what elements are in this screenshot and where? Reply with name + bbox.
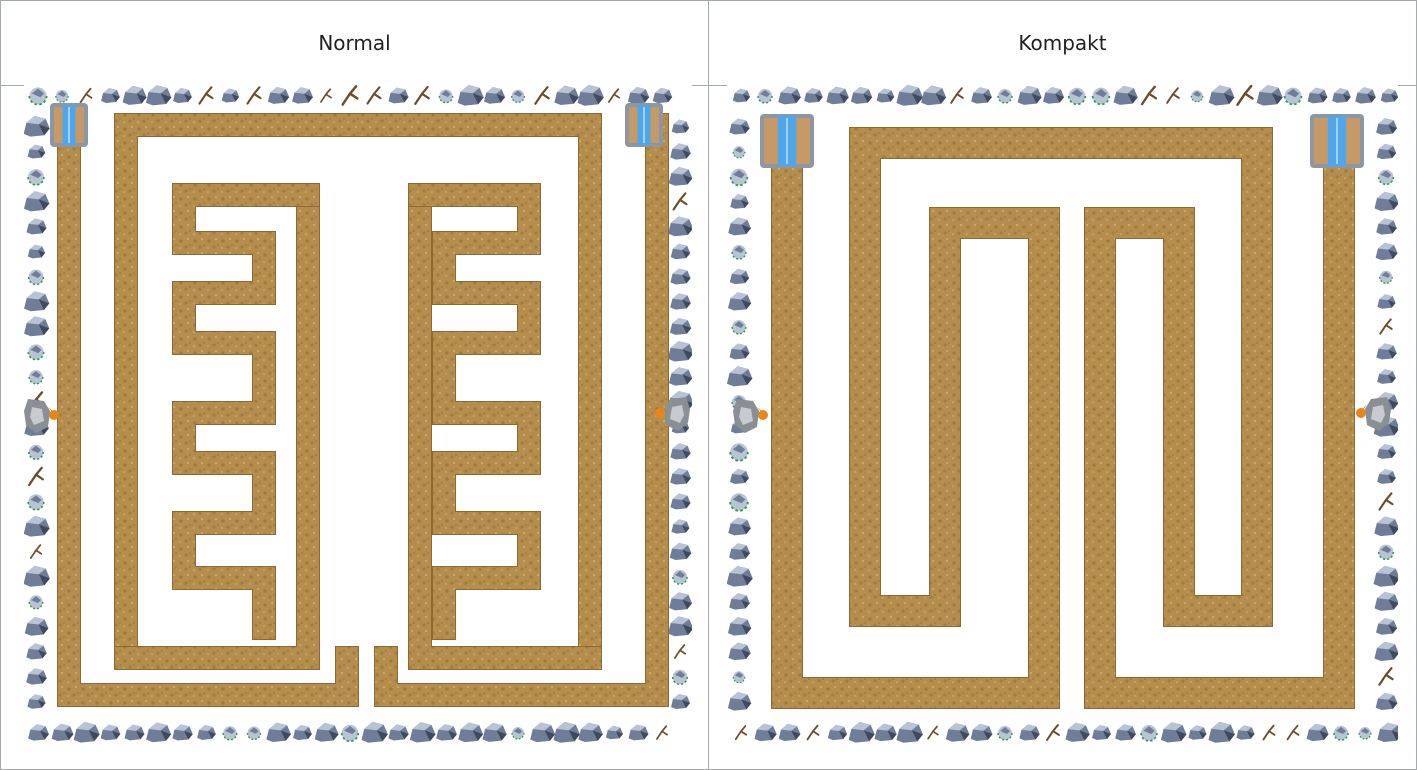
shrub-icon [29,370,43,384]
shrub-icon [29,445,44,460]
shrub-icon [732,245,746,259]
shrub-icon [1380,271,1393,284]
portal-icon [760,114,814,168]
shrub-icon [1069,88,1086,105]
shrub-icon [1359,727,1371,739]
portal-icon [625,103,663,147]
shrub-icon [673,670,688,685]
shrub-icon [1334,726,1348,740]
shrub-icon [758,89,772,103]
shrub-icon [730,493,748,511]
shrub-icon [998,89,1012,103]
ground [727,83,1398,745]
shrub-icon [1191,90,1203,102]
map-normal-image [24,83,692,745]
shrub-icon [733,146,745,158]
shrub-icon [731,169,748,186]
shrub-icon [733,671,744,682]
shrub-icon [342,725,358,741]
map-normal[interactable] [24,83,692,745]
shrub-icon [512,90,525,103]
shrub-icon [28,494,44,510]
shrub-icon [1379,170,1394,185]
shrub-icon [730,443,747,460]
map-kompakt-image [727,83,1398,745]
shrub-icon [29,270,44,285]
shrub-icon [998,726,1012,740]
portal-icon [50,103,88,147]
shrub-icon [28,169,44,185]
shrub-icon [56,90,68,102]
shrub-icon [223,726,237,740]
shrub-icon [732,320,746,334]
shrub-icon [1141,725,1157,741]
shrub-icon [512,727,524,739]
column-header-normal: Normal [1,1,709,86]
shrub-icon [1285,88,1302,105]
shrub-icon [29,87,46,104]
shrub-icon [673,570,687,584]
shrub-icon [439,89,452,102]
shrub-icon [1379,545,1394,560]
shrub-icon [28,344,43,359]
shrub-icon [1093,88,1110,105]
shrub-icon [29,595,42,608]
map-kompakt[interactable] [727,83,1398,745]
shrub-icon [247,726,260,739]
column-header-kompakt: Kompakt [709,1,1417,86]
portal-icon [1310,114,1364,168]
